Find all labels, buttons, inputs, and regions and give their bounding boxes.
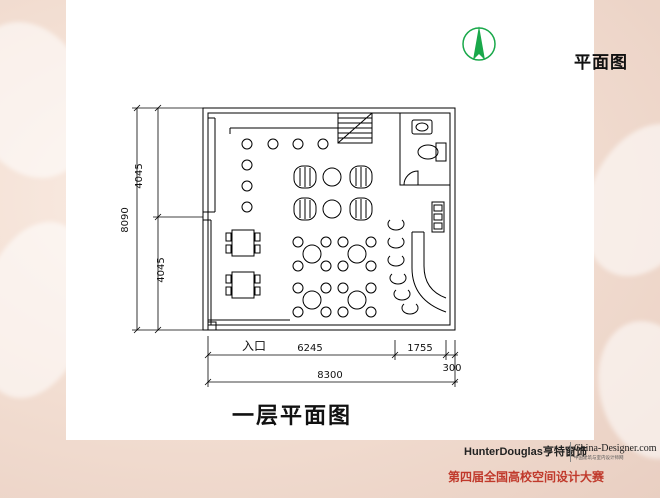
stool-group xyxy=(241,138,329,213)
bar-counter-icon xyxy=(411,201,447,313)
plan-caption: 一层平面图 xyxy=(232,404,353,429)
dim-left-lower: 4045 xyxy=(156,257,167,282)
content-panel xyxy=(66,0,594,440)
contest-title: 第四届全国高校空间设计大赛 xyxy=(448,470,605,484)
sponsor-name: HunterDouglas亨特窗饰 xyxy=(464,446,587,458)
rect-table xyxy=(225,229,261,257)
bar-stool-group xyxy=(387,219,419,315)
sink-icon xyxy=(411,119,433,135)
dim-bottom-segment-2: 1755 xyxy=(407,343,432,354)
stair-icon xyxy=(337,112,373,144)
entrance-label: 入口 xyxy=(242,339,266,353)
site-name: China-Designer.com xyxy=(574,443,657,454)
slide-title: 平面图 xyxy=(574,53,628,73)
outer-wall xyxy=(202,107,456,331)
sponsor-divider xyxy=(570,442,571,462)
dim-bottom-segment-1: 6245 xyxy=(297,343,322,354)
round-table xyxy=(292,236,332,272)
column xyxy=(207,321,217,331)
restroom-wall xyxy=(399,112,451,186)
north-arrow-icon xyxy=(462,26,496,61)
rect-table xyxy=(225,271,261,299)
dim-bottom-total: 8300 xyxy=(317,370,342,381)
dim-left-total: 8090 xyxy=(120,207,131,232)
booth-table xyxy=(293,197,373,221)
dim-left-upper: 4045 xyxy=(134,163,145,188)
site-subtitle: 中国建筑与室内设计师网 xyxy=(574,455,624,460)
booth-table xyxy=(293,165,373,189)
restroom-door xyxy=(403,170,419,186)
round-table xyxy=(292,282,332,318)
inner-wall xyxy=(207,112,451,326)
left-dimension-lines xyxy=(132,104,203,334)
round-table xyxy=(337,282,377,318)
bottom-dimension-lines xyxy=(204,336,459,387)
dim-bottom-segment-3: 300 xyxy=(442,363,461,374)
round-table xyxy=(337,236,377,272)
sponsor-bar: HunterDouglas亨特窗饰 China-Designer.com 中国建… xyxy=(464,440,656,462)
toilet-icon xyxy=(417,142,447,162)
